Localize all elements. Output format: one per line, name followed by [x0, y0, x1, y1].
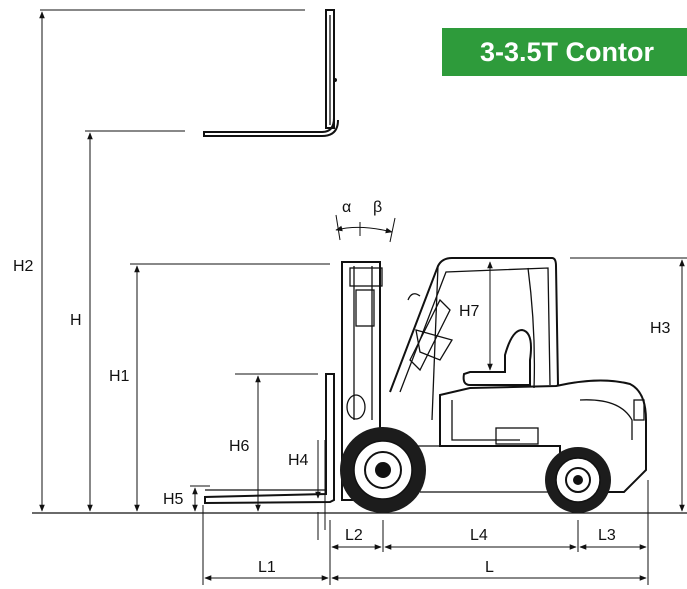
title-text: 3-3.5T Contor [480, 36, 655, 67]
label-beta: β [373, 199, 382, 216]
title-banner: 3-3.5T Contor [442, 28, 687, 76]
label-h1: H1 [109, 368, 130, 385]
rear-wheel [545, 447, 611, 513]
label-l: L [485, 559, 494, 576]
label-alpha: α [342, 199, 351, 216]
front-wheel [340, 427, 426, 513]
tilt-angle-indicator [335, 214, 396, 243]
label-h7: H7 [459, 303, 480, 320]
label-l2: L2 [345, 527, 363, 544]
label-h5: H5 [163, 491, 184, 508]
label-h4: H4 [288, 452, 309, 469]
label-l4: L4 [470, 527, 488, 544]
label-h2: H2 [13, 258, 34, 275]
label-l3: L3 [598, 527, 616, 544]
forklift-body [204, 257, 647, 505]
label-h3: H3 [650, 320, 671, 337]
label-h: H [70, 312, 82, 329]
label-l1: L1 [258, 559, 276, 576]
raised-fork [203, 9, 339, 137]
label-h6: H6 [229, 438, 250, 455]
